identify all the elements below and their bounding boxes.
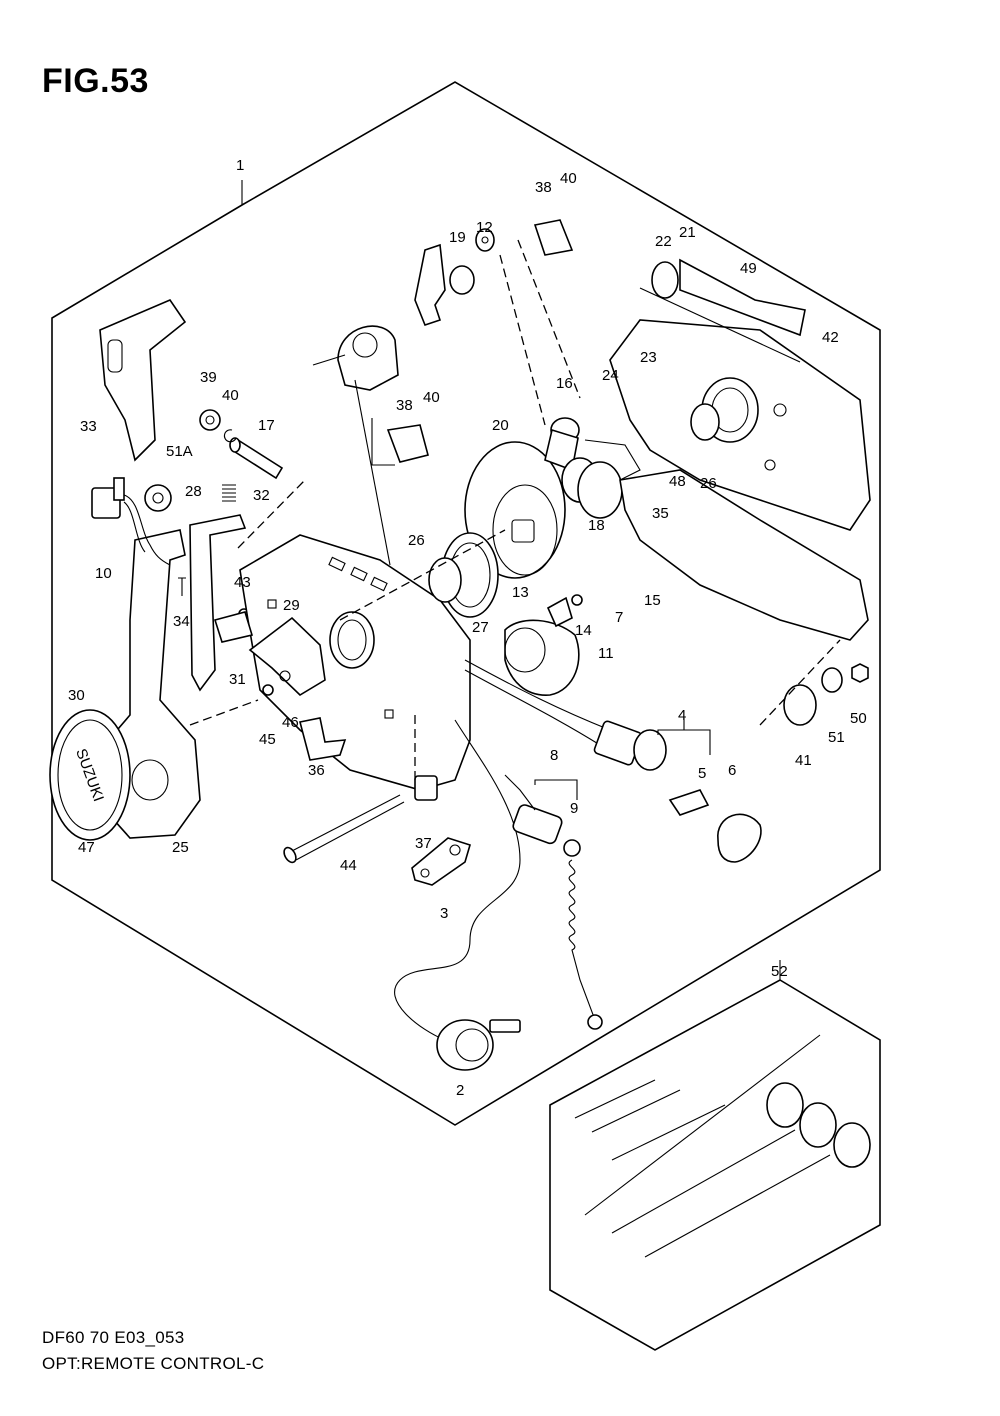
- shift-plate: [189, 514, 247, 692]
- part-label: 3: [440, 905, 448, 922]
- part-label: 38: [396, 397, 413, 414]
- long-bolt: [283, 794, 405, 864]
- part-label: 10: [95, 565, 112, 582]
- washer-12: [475, 228, 495, 252]
- part-label: 52: [771, 963, 788, 980]
- figure-description: OPT:REMOTE CONTROL-C: [42, 1354, 265, 1373]
- part-label: 25: [172, 839, 189, 856]
- side-panel: [609, 319, 871, 641]
- nut-37: [414, 775, 438, 801]
- gear-plate: [464, 441, 566, 579]
- part-label: 5: [698, 765, 706, 782]
- clip-40: [223, 429, 237, 443]
- part-label: 38: [535, 179, 552, 196]
- part-label: 15: [644, 592, 661, 609]
- pin: [229, 437, 284, 480]
- part-label: 40: [423, 389, 440, 406]
- washer: [144, 484, 172, 512]
- part-label: 28: [185, 483, 202, 500]
- part-label: 43: [234, 574, 251, 591]
- part-label: 46: [282, 714, 299, 731]
- part-label: 24: [602, 367, 619, 384]
- part-label: 33: [80, 418, 97, 435]
- washer-39: [199, 409, 221, 431]
- part-label: 22: [655, 233, 672, 250]
- lever-hub-cap: SUZUKI: [49, 709, 131, 841]
- part-label: 20: [492, 417, 509, 434]
- key-switch: [464, 659, 762, 863]
- part-label: 18: [588, 517, 605, 534]
- bracket-13: [546, 596, 573, 628]
- part-label: 13: [512, 584, 529, 601]
- part-label: 11: [598, 645, 614, 662]
- part-label: 6: [728, 762, 736, 779]
- washer-51: [821, 667, 843, 693]
- part-label: 35: [652, 505, 669, 522]
- kit-boundary: [549, 979, 881, 1351]
- bushing-19: [449, 265, 475, 295]
- part-label: 8: [550, 747, 558, 764]
- part-label: 12: [476, 219, 493, 236]
- part-label: 41: [795, 752, 812, 769]
- part-label: 14: [575, 622, 592, 639]
- nut-50: [851, 663, 869, 683]
- part-label: 47: [78, 839, 95, 856]
- harness-connector: [436, 1019, 521, 1071]
- part-label: 23: [640, 349, 657, 366]
- part-label: 40: [222, 387, 239, 404]
- part-label: 50: [850, 710, 867, 727]
- part-label: 31: [229, 671, 246, 688]
- control-housing: [239, 534, 471, 791]
- bushing-26: [428, 557, 462, 603]
- part-label: 17: [258, 417, 275, 434]
- neutral-switch: [91, 477, 171, 566]
- part-label: 2: [456, 1082, 464, 1099]
- part-label: 32: [253, 487, 270, 504]
- holder-38-upper: [533, 219, 574, 256]
- part-label: 21: [679, 224, 696, 241]
- spring: [222, 484, 236, 502]
- part-label: 34: [173, 613, 190, 630]
- part-label: 1: [236, 157, 244, 174]
- figure-code: DF60 70 E03_053: [42, 1328, 185, 1347]
- part-label: 7: [615, 609, 623, 626]
- part-label: 19: [449, 229, 466, 246]
- shaft-assembly: [544, 417, 641, 519]
- part-label: 36: [308, 762, 325, 779]
- part-label: 27: [472, 619, 489, 636]
- part-label: 26: [700, 475, 717, 492]
- part-label: 37: [415, 835, 432, 852]
- part-label: 30: [68, 687, 85, 704]
- harness-cord: [394, 719, 521, 1041]
- lanyard-switch: [504, 774, 603, 1030]
- part-label: 48: [669, 473, 686, 490]
- part-label: 51: [828, 729, 845, 746]
- part-label: 51A: [166, 443, 193, 460]
- part-label: 40: [560, 170, 577, 187]
- part-label: 9: [570, 800, 578, 817]
- cover-plate: [651, 258, 806, 337]
- part-label: 4: [678, 707, 686, 724]
- part-label: 45: [259, 731, 276, 748]
- trigger-link: [414, 243, 446, 326]
- clip-36: [299, 717, 347, 761]
- assembly-boundary: [51, 81, 881, 1126]
- part-label: 26: [408, 532, 425, 549]
- part-label: 42: [822, 329, 839, 346]
- buzzer: [504, 619, 580, 696]
- part-label: 39: [200, 369, 217, 386]
- detent-plate: [213, 611, 326, 697]
- mounting-kit: [574, 1034, 871, 1258]
- part-label: 44: [340, 857, 357, 874]
- holder-38-lower: [386, 424, 429, 463]
- plate-3: [411, 837, 471, 886]
- part-label: 49: [740, 260, 757, 277]
- spacer-41: [783, 684, 817, 726]
- arm-bracket: [337, 325, 399, 391]
- lever-handle: [99, 299, 187, 462]
- part-label: 16: [556, 375, 573, 392]
- figure-title: FIG.53: [42, 62, 149, 100]
- part-label: 29: [283, 597, 300, 614]
